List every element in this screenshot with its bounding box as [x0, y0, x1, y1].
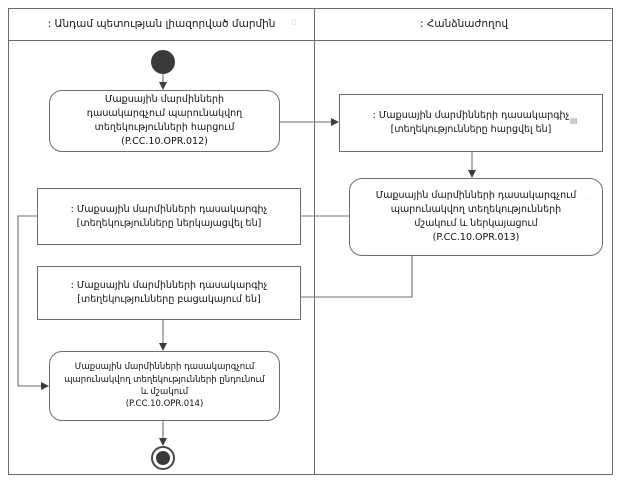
swimlane-title-left: : Անդամ պետության լիազորված մարմին — [47, 18, 276, 30]
activity-final-node[interactable] — [151, 446, 175, 470]
action-013-corner-mark: · — [588, 195, 591, 203]
action-node-opr-013[interactable]: Մաքսային մարմինների դասակարգչում պարունա… — [349, 178, 603, 256]
object-requested-line-1: : Մաքսային մարմինների դասակարգիչ — [372, 110, 570, 122]
action-014-line-4: (P.CC.10.OPR.014) — [125, 399, 204, 410]
swimlane-title-right: : Հանձնաժողով — [419, 18, 509, 30]
action-014-line-1: Մաքսային մարմինների դասակարգչում — [74, 362, 255, 373]
action-013-line-4: (P.CC.10.OPR.013) — [432, 231, 520, 243]
action-013-line-1: Մաքսային մարմինների դասակարգչում — [375, 190, 577, 202]
object-node-information-presented[interactable]: : Մաքսային մարմինների դասակարգիչ [տեղեկո… — [37, 188, 301, 245]
object-requested-line-2: [տեղեկությունները հարցվել են] — [390, 124, 552, 135]
action-012-line-2: դասակարգչում պարունակվող — [86, 108, 243, 120]
action-014-line-2: պարունակվող տեղեկությունների ընդունում — [64, 374, 265, 385]
swimlane-divider — [314, 8, 315, 475]
action-node-opr-012[interactable]: Մաքսային մարմինների դասակարգչում պարունա… — [49, 90, 280, 152]
action-node-opr-014[interactable]: Մաքսային մարմինների դասակարգչում պարունա… — [49, 351, 280, 421]
object-absent-line-1: : Մաքսային մարմինների դասակարգիչ — [70, 280, 268, 292]
object-node-information-requested[interactable]: : Մաքսային մարմինների դասակարգիչ [տեղեկո… — [339, 94, 603, 152]
action-012-line-3: տեղեկությունների հարցում — [94, 122, 235, 133]
initial-node[interactable] — [151, 50, 175, 74]
object-presented-line-2: [տեղեկությունները ներկայացվել են] — [76, 217, 262, 229]
object-presented-line-1: : Մաքսային մարմինների դասակարգիչ — [70, 203, 268, 215]
object-absent-line-2: [տեղեկությունները բացակայում են] — [77, 294, 261, 305]
object-requested-corner-icon: ▤ — [570, 116, 578, 125]
action-012-line-4: (P.CC.10.OPR.012) — [121, 135, 208, 147]
object-node-information-absent[interactable]: : Մաքսային մարմինների դասակարգիչ [տեղեկո… — [37, 266, 301, 320]
action-013-line-3: մշակում և ներկայացում — [414, 218, 538, 229]
lane-left-title-corner-mark: ▯ — [292, 18, 296, 26]
action-014-line-3: և մշակում — [140, 387, 189, 397]
action-013-line-2: պարունակվող տեղեկությունների — [390, 204, 562, 216]
swimlane-header-rule — [8, 40, 613, 41]
action-012-line-1: Մաքսային մարմինների — [104, 94, 225, 106]
